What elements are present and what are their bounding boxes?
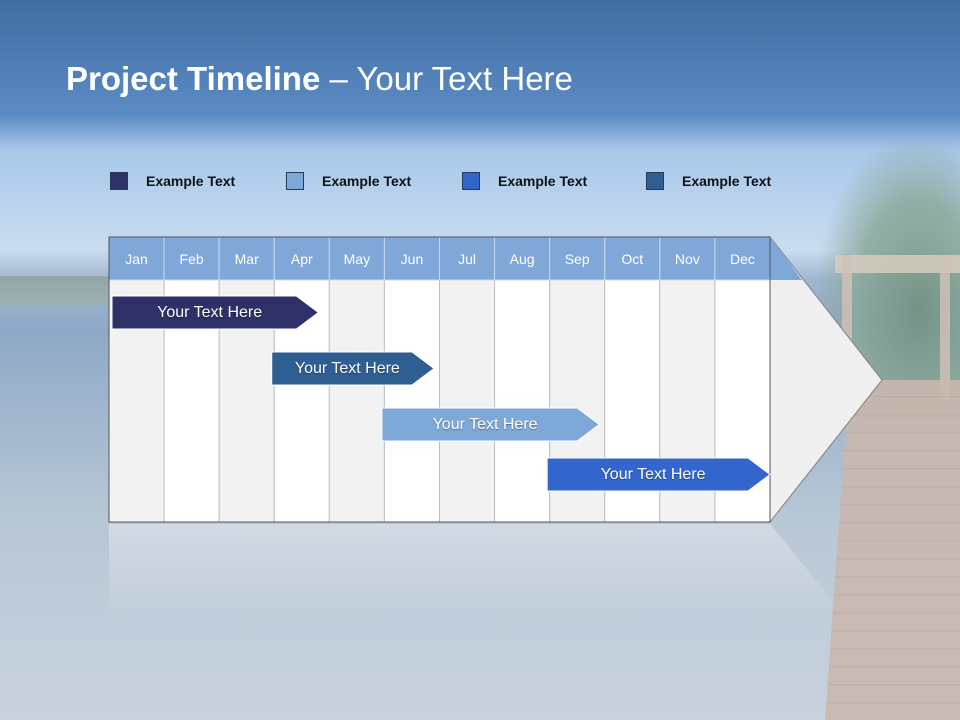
month-column: [439, 279, 496, 523]
task-bar-label[interactable]: Your Text Here: [432, 415, 538, 433]
month-header-cell: [108, 236, 165, 281]
month-column: [494, 279, 551, 523]
task-bar: [111, 295, 320, 330]
task-bar: [271, 351, 435, 386]
month-label: Aug: [509, 250, 535, 267]
legend-item[interactable]: Example Text: [646, 171, 771, 191]
header-cap: [770, 237, 802, 280]
month-header-cell: [218, 236, 275, 281]
month-label: Nov: [674, 250, 700, 267]
task-bar: [381, 407, 601, 442]
month-label: Dec: [729, 250, 755, 267]
month-label: Apr: [290, 250, 313, 267]
month-label: Oct: [621, 250, 644, 267]
legend-swatch: [110, 172, 128, 190]
legend-swatch: [286, 172, 304, 190]
slide-title[interactable]: Project Timeline – Your Text Here: [66, 60, 573, 98]
month-label: Feb: [179, 250, 204, 267]
legend-item[interactable]: Example Text: [462, 171, 587, 191]
background-dock-post: [842, 255, 852, 400]
legend-swatch: [646, 172, 664, 190]
chart-reflection: [109, 524, 832, 620]
legend-label: Example Text: [498, 173, 588, 189]
month-header-cell: [659, 236, 716, 281]
slide-title-rest: – Your Text Here: [320, 60, 573, 97]
month-label: Jan: [125, 250, 148, 267]
month-label: Sep: [564, 250, 590, 267]
month-label: May: [343, 250, 371, 267]
legend-swatch: [462, 172, 480, 190]
background-dock-rail: [835, 255, 960, 273]
month-header-cell: [494, 236, 551, 281]
month-header-cell: [328, 236, 385, 281]
month-header-cell: [549, 236, 606, 281]
legend-label: Example Text: [146, 173, 236, 189]
month-header-cell: [273, 236, 330, 281]
month-column: [383, 279, 440, 523]
background-dock: [825, 380, 960, 720]
task-bar-label[interactable]: Your Text Here: [157, 303, 263, 321]
month-header-cell: [439, 236, 496, 281]
slide-title-bold: Project Timeline: [66, 60, 321, 97]
task-bar-label[interactable]: Your Text Here: [600, 465, 706, 483]
background-dock-post: [940, 255, 950, 400]
legend-label: Example Text: [682, 173, 772, 189]
month-label: Jun: [400, 250, 424, 267]
legend-label: Example Text: [322, 173, 412, 189]
legend-item[interactable]: Example Text: [286, 171, 411, 191]
legend-item[interactable]: Example Text: [110, 171, 235, 191]
month-column: [328, 279, 385, 523]
timeline-frame: [108, 236, 771, 523]
month-label: Mar: [234, 250, 259, 267]
background-shoreline: [0, 276, 130, 306]
task-bar: [546, 457, 771, 492]
task-bar-label[interactable]: Your Text Here: [294, 359, 400, 377]
month-label: Jul: [458, 250, 476, 267]
